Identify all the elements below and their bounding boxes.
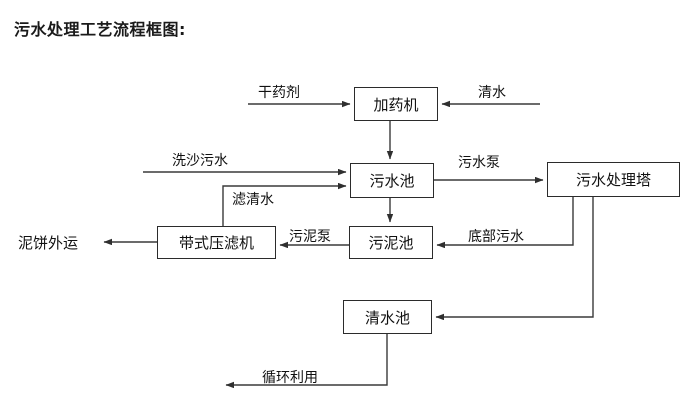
edge-filtered-to-sewage-pool xyxy=(222,182,347,226)
node-sludge-pool-label: 污泥池 xyxy=(368,234,414,252)
edge-label-clean-water: 清水 xyxy=(478,85,506,101)
node-sewage-pool[interactable]: 污水池 xyxy=(350,163,434,198)
edge-label-sand-wash-sewage: 洗沙污水 xyxy=(172,153,228,169)
node-belt-press[interactable]: 带式压滤机 xyxy=(157,226,276,259)
edge-clear-pool-to-recycle xyxy=(225,334,388,389)
edge-label-bottom-sewage: 底部污水 xyxy=(468,229,524,245)
node-sludge-pool[interactable]: 污泥池 xyxy=(349,226,433,259)
node-belt-press-label: 带式压滤机 xyxy=(178,234,254,252)
node-treatment-tower[interactable]: 污水处理塔 xyxy=(547,162,680,197)
terminal-mud-cake-out: 泥饼外运 xyxy=(18,234,79,252)
edge-tower-to-sludge-pool xyxy=(436,197,574,249)
edge-label-sludge-pump: 污泥泵 xyxy=(289,229,331,245)
edge-label-dry-agent: 干药剂 xyxy=(258,85,300,101)
edge-tower-to-clear-pool xyxy=(435,197,594,321)
node-sewage-pool-label: 污水池 xyxy=(369,172,415,190)
edge-label-filtered-water: 滤清水 xyxy=(232,192,274,208)
edge-label-recycle-use: 循环利用 xyxy=(262,370,318,386)
node-treatment-tower-label: 污水处理塔 xyxy=(575,171,651,189)
node-dosing-machine[interactable]: 加药机 xyxy=(354,87,438,121)
node-dosing-machine-label: 加药机 xyxy=(373,95,419,114)
node-clear-pool-label: 清水池 xyxy=(364,308,410,327)
edge-label-sewage-pump: 污水泵 xyxy=(458,155,500,171)
page-title: 污水处理工艺流程框图: xyxy=(14,20,186,39)
node-clear-pool[interactable]: 清水池 xyxy=(343,300,432,334)
